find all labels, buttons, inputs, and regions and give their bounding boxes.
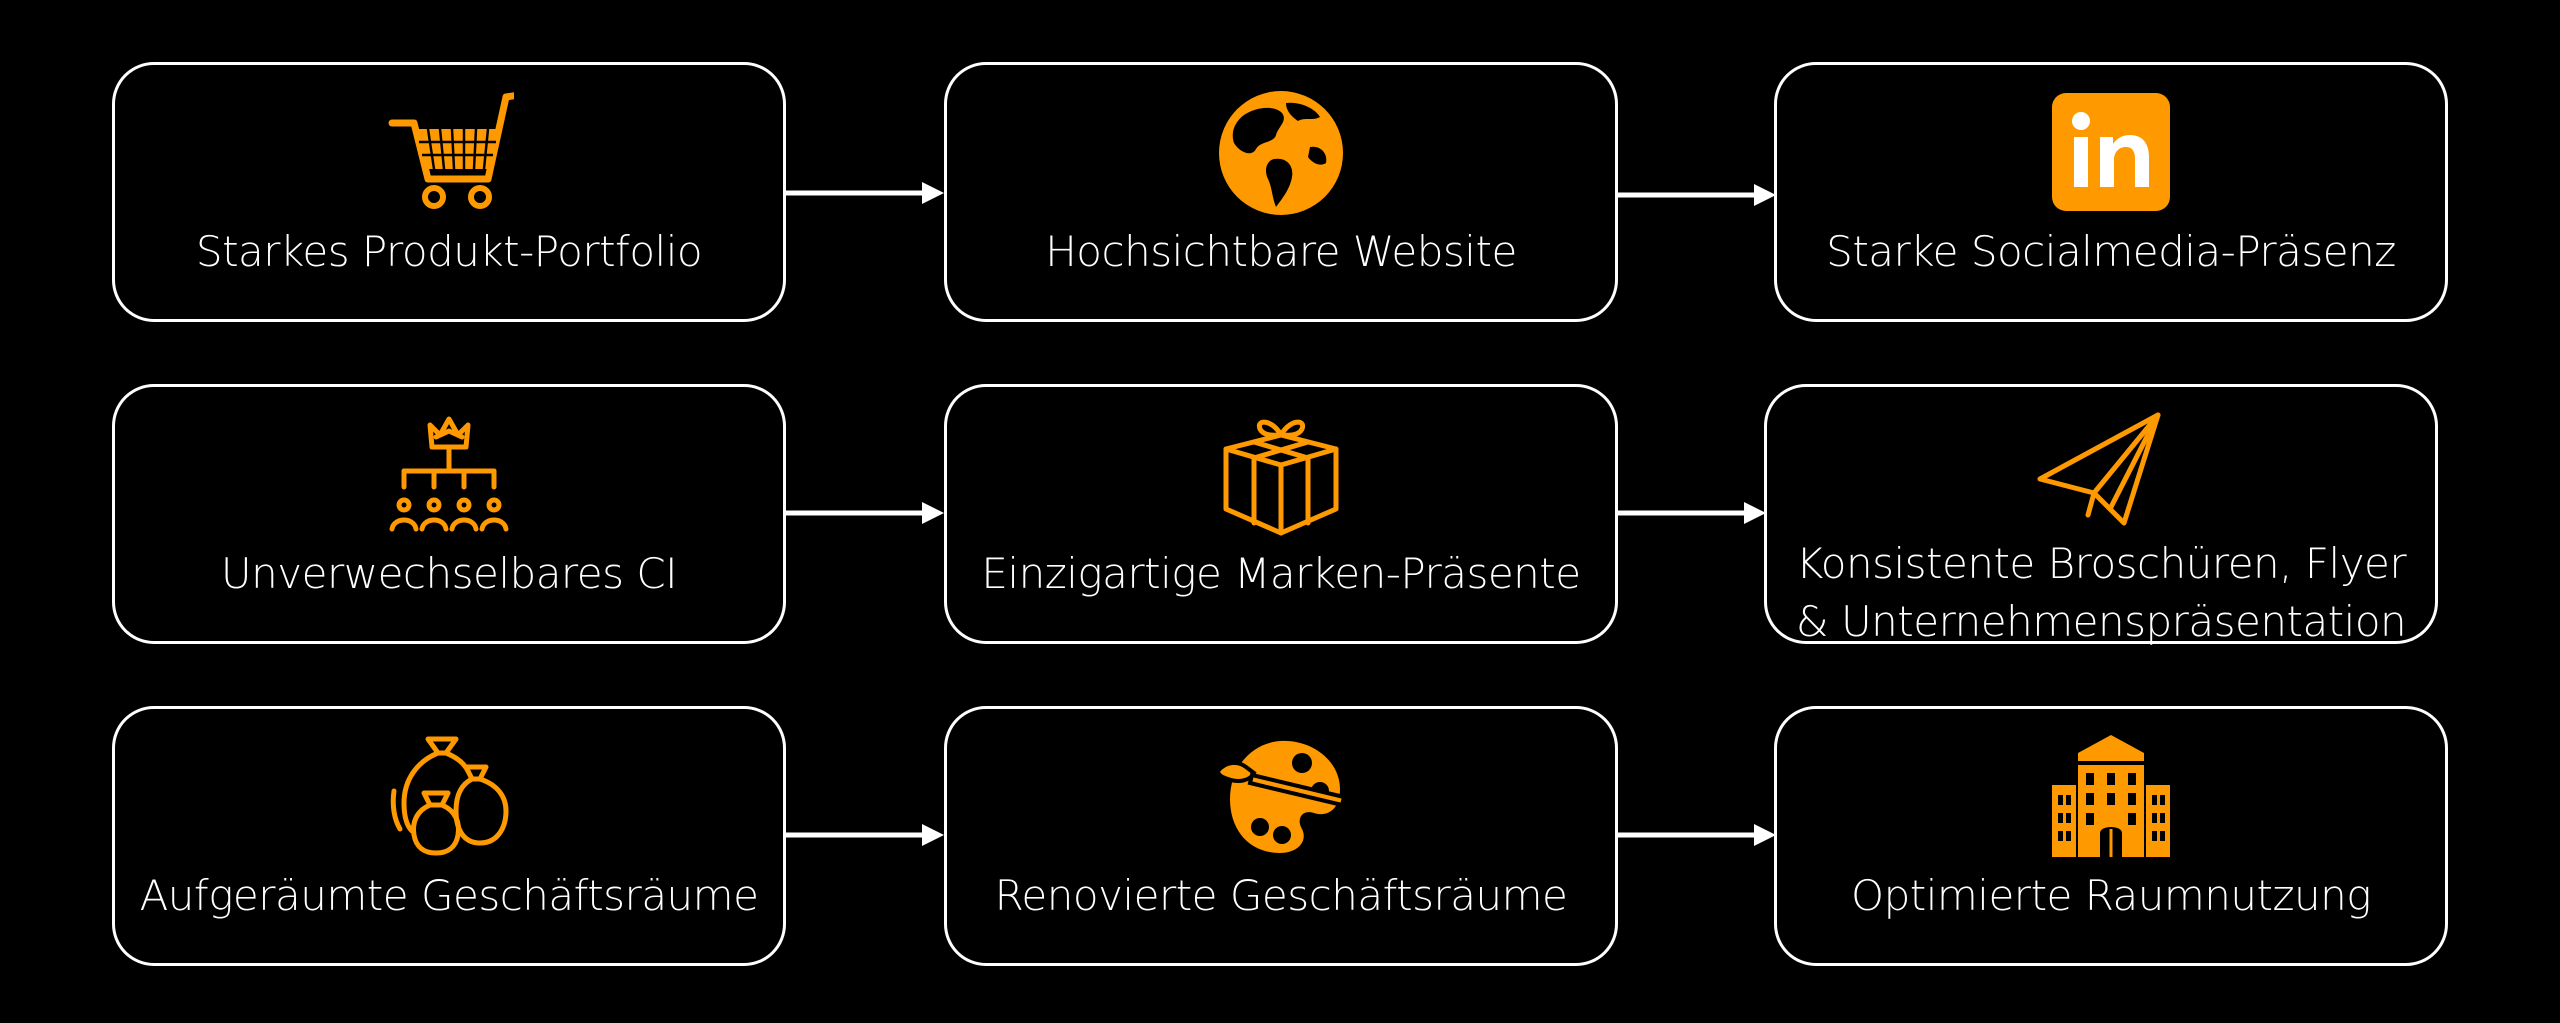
arrow-right — [1618, 184, 1776, 206]
palette-brush-icon — [1216, 740, 1346, 853]
card-brand-gifts: Einzigartige Marken-Präsente — [944, 384, 1618, 644]
gift-icon — [1223, 419, 1339, 536]
arrow-right — [786, 824, 944, 846]
card-label: Starkes Produkt-Portfolio — [195, 227, 703, 276]
card-label: Einzigartige Marken-Präsente — [981, 549, 1581, 598]
card-brochures: Konsistente Broschüren, Flyer & Unterneh… — [1764, 384, 2438, 646]
arrow-right — [786, 502, 944, 524]
card-label: Renovierte Geschäftsräume — [994, 871, 1568, 920]
card-tidy-offices: Aufgeräumte Geschäftsräume — [112, 706, 786, 966]
arrow-right — [1618, 502, 1766, 524]
card-renovated-offices: Renovierte Geschäftsräume — [944, 706, 1618, 966]
card-label: Unverwechselbares CI — [220, 549, 678, 598]
shopping-cart-icon — [388, 92, 514, 209]
linkedin-icon — [2052, 93, 2170, 211]
bags-icon — [390, 736, 509, 856]
hierarchy-crown-icon — [389, 416, 509, 532]
card-label: Optimierte Raumnutzung — [1851, 871, 2371, 920]
card-label: Konsistente Broschüren, Flyer & Unterneh… — [1795, 539, 2407, 646]
card-social-media: Starke Socialmedia-Präsenz — [1774, 62, 2448, 322]
card-website: Hochsichtbare Website — [944, 62, 1618, 322]
arrow-right — [786, 182, 944, 204]
card-label: Aufgeräumte Geschäftsräume — [139, 871, 759, 920]
paper-plane-icon — [2037, 412, 2161, 526]
globe-icon — [1219, 91, 1343, 215]
card-corporate-identity: Unverwechselbares CI — [112, 384, 786, 644]
arrow-right — [1618, 824, 1776, 846]
card-label: Hochsichtbare Website — [1045, 227, 1517, 276]
building-icon — [2052, 735, 2170, 857]
card-product-portfolio: Starkes Produkt-Portfolio — [112, 62, 786, 322]
card-label: Starke Socialmedia-Präsenz — [1826, 227, 2396, 276]
card-space-usage: Optimierte Raumnutzung — [1774, 706, 2448, 966]
